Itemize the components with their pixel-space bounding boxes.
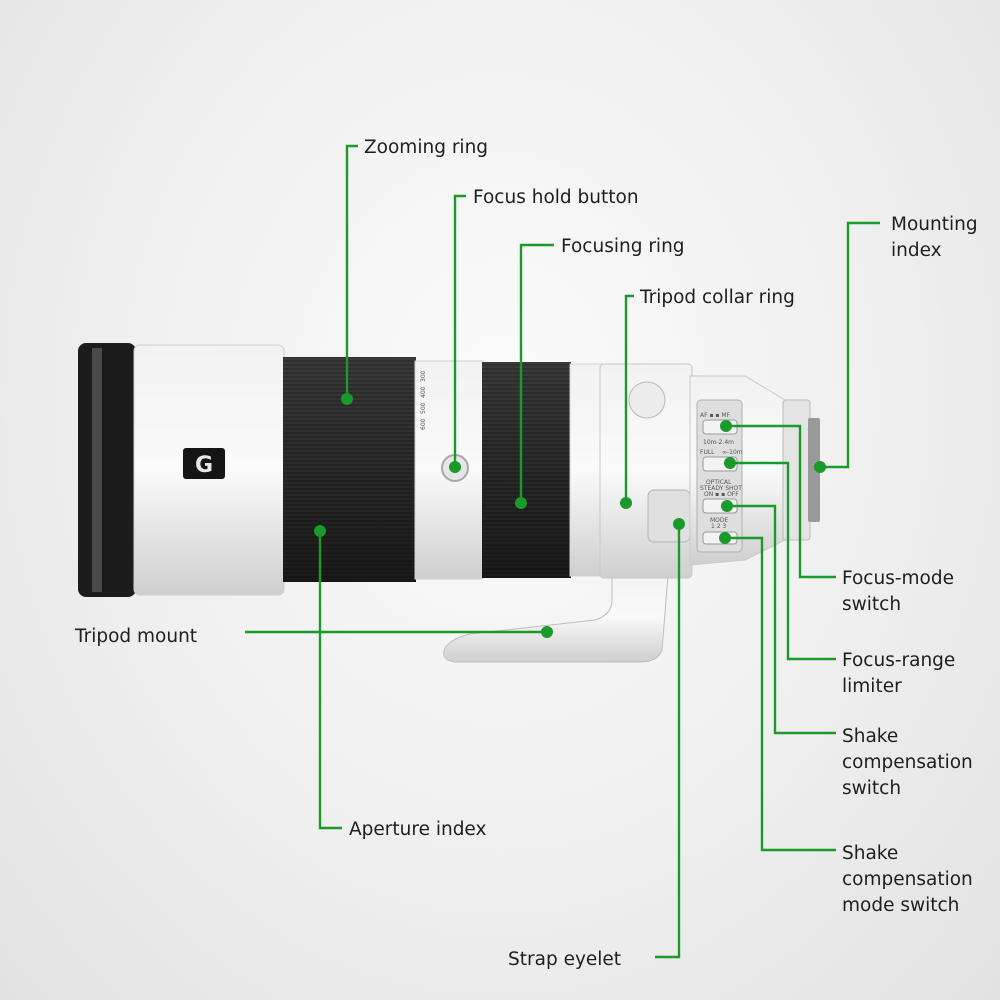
label-focus-hold-button: Focus hold button xyxy=(473,187,639,208)
label-shake-compensation-mode-switch: Shake compensation mode switch xyxy=(842,843,979,916)
dot-shake-switch xyxy=(721,500,733,512)
svg-text:500: 500 xyxy=(420,402,427,414)
label-strap-eyelet: Strap eyelet xyxy=(508,949,621,970)
svg-text:STEADY SHOT: STEADY SHOT xyxy=(700,485,742,492)
svg-text:10m-2.4m: 10m-2.4m xyxy=(703,439,734,446)
strap-eyelet xyxy=(647,489,691,543)
dot-shake-mode xyxy=(719,532,731,544)
callout-dots xyxy=(314,393,826,638)
dot-strap-eyelet xyxy=(673,518,685,530)
svg-text:1 2 3: 1 2 3 xyxy=(711,523,726,530)
dot-aperture-index xyxy=(314,525,326,537)
svg-text:MODE: MODE xyxy=(710,517,729,524)
dot-focus-range xyxy=(724,457,736,469)
label-tripod-mount: Tripod mount xyxy=(74,626,197,647)
svg-text:∞-10m: ∞-10m xyxy=(722,449,743,456)
mount-flange xyxy=(808,418,820,522)
svg-text:ON ▪ ▪ OFF: ON ▪ ▪ OFF xyxy=(704,491,739,498)
svg-text:OPTICAL: OPTICAL xyxy=(706,479,732,486)
label-focus-range-limiter: Focus-range limiter xyxy=(842,650,961,697)
label-shake-compensation-switch: Shake compensation switch xyxy=(842,726,979,799)
switch-panel xyxy=(696,399,743,553)
label-mounting-index: Mounting index xyxy=(891,214,983,261)
zoom-scale: 600 500 400 300 xyxy=(420,370,427,430)
label-aperture-index: Aperture index xyxy=(349,819,486,840)
dot-tripod-collar xyxy=(620,497,632,509)
label-focusing-ring: Focusing ring xyxy=(561,236,685,257)
collar-knob[interactable] xyxy=(628,381,666,419)
dot-focus-hold xyxy=(449,461,461,473)
dot-mounting-index xyxy=(814,461,826,473)
svg-text:AF ▪ ▪ MF: AF ▪ ▪ MF xyxy=(700,412,731,419)
hood-front-ring xyxy=(78,343,136,597)
dot-zooming-ring xyxy=(341,393,353,405)
svg-text:400: 400 xyxy=(420,386,427,398)
g-badge xyxy=(183,448,225,479)
label-focus-mode-switch: Focus-mode switch xyxy=(842,568,960,615)
svg-text:FULL: FULL xyxy=(700,449,715,456)
g-badge-text: G xyxy=(195,453,213,478)
dot-focus-mode xyxy=(720,420,732,432)
callout-lines xyxy=(245,144,880,959)
label-zooming-ring: Zooming ring xyxy=(364,137,488,158)
svg-text:600: 600 xyxy=(420,418,427,430)
svg-text:300: 300 xyxy=(420,370,427,382)
dot-tripod-mount xyxy=(541,626,553,638)
label-tripod-collar-ring: Tripod collar ring xyxy=(639,287,795,308)
dot-focusing-ring xyxy=(515,497,527,509)
lens-body xyxy=(569,363,603,577)
tripod-foot xyxy=(443,569,669,663)
